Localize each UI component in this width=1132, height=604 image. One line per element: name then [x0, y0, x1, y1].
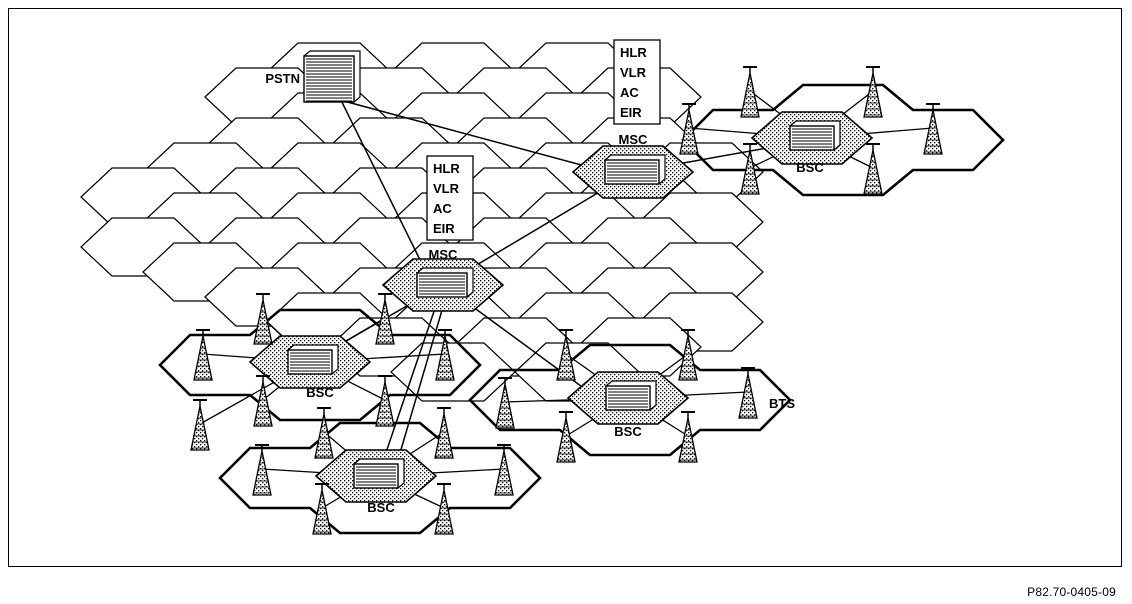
bts-tower-3-0 [679, 103, 699, 155]
bsc-label-left: BSC [306, 385, 334, 400]
bts-tower-3-3 [923, 103, 943, 155]
bsc-label-right: BSC [614, 424, 642, 439]
network-labels: PSTN MSC MSC BSC BSC BSC BSC BTS HLR VLR AC EIR HLR V… [265, 39, 824, 515]
register-stack-top: HLR VLR AC EIR [613, 39, 661, 125]
register-eir: EIR [620, 105, 642, 120]
bsc-rack-2 [352, 458, 405, 489]
figure-caption: P82.70-0405-09 [1027, 585, 1116, 599]
register-hlr: HLR [620, 45, 647, 60]
msc-label-top: MSC [619, 132, 649, 147]
bsc-cluster-top-right [681, 83, 1005, 197]
bts-label: BTS [769, 396, 795, 411]
bts-tower-0-5 [375, 375, 395, 427]
bts-tower-1-0 [495, 377, 515, 429]
bts-tower-2-0 [252, 444, 272, 496]
bts-tower-0-0 [193, 329, 213, 381]
bts-tower-0-1 [253, 293, 273, 345]
bsc-rack-0 [286, 344, 339, 375]
bts-tower-1-3 [738, 367, 758, 419]
bts-tower-1-1 [556, 329, 576, 381]
register-vlr: VLR [620, 65, 647, 80]
bts-tower-3-4 [740, 143, 760, 195]
bts-tower-2-5 [434, 483, 454, 535]
figure-frame [8, 8, 1122, 567]
link [379, 284, 444, 471]
bts-tower-0-4 [253, 375, 273, 427]
register-ac: AC [433, 201, 452, 216]
register-vlr: VLR [433, 181, 460, 196]
bts-tower-3-5 [863, 143, 883, 195]
msc-rack-center [415, 267, 474, 298]
register-eir: EIR [433, 221, 455, 236]
bts-tower-3-2 [863, 66, 883, 118]
bts-tower-3-1 [740, 66, 760, 118]
register-stack-center: HLR VLR AC EIR [426, 155, 474, 241]
bsc-rack-1 [604, 380, 657, 411]
bts-tower-0-2 [375, 293, 395, 345]
register-hlr: HLR [433, 161, 460, 176]
bsc-label-bottom: BSC [367, 500, 395, 515]
bts-tower-2-4 [312, 483, 332, 535]
bts-tower-1-2 [678, 329, 698, 381]
bts-tower-0-3 [435, 329, 455, 381]
link [339, 99, 601, 171]
bts-tower-1-5 [678, 411, 698, 463]
bts-tower-1-4 [556, 411, 576, 463]
link [394, 299, 446, 471]
pstn-exchange [303, 50, 361, 103]
link [329, 77, 431, 281]
bts-tower-2-1 [314, 407, 334, 459]
bts-tower-2-3 [494, 444, 514, 496]
msc-rack-top [603, 154, 666, 185]
bts-tower-2-2 [434, 407, 454, 459]
network-nodes [190, 50, 943, 535]
bts-tower-0-6 [190, 399, 210, 451]
register-ac: AC [620, 85, 639, 100]
bsc-label-top-right: BSC [796, 160, 824, 175]
msc-label-center: MSC [429, 247, 459, 262]
pstn-label: PSTN [265, 71, 300, 86]
bsc-rack-3 [788, 120, 841, 151]
